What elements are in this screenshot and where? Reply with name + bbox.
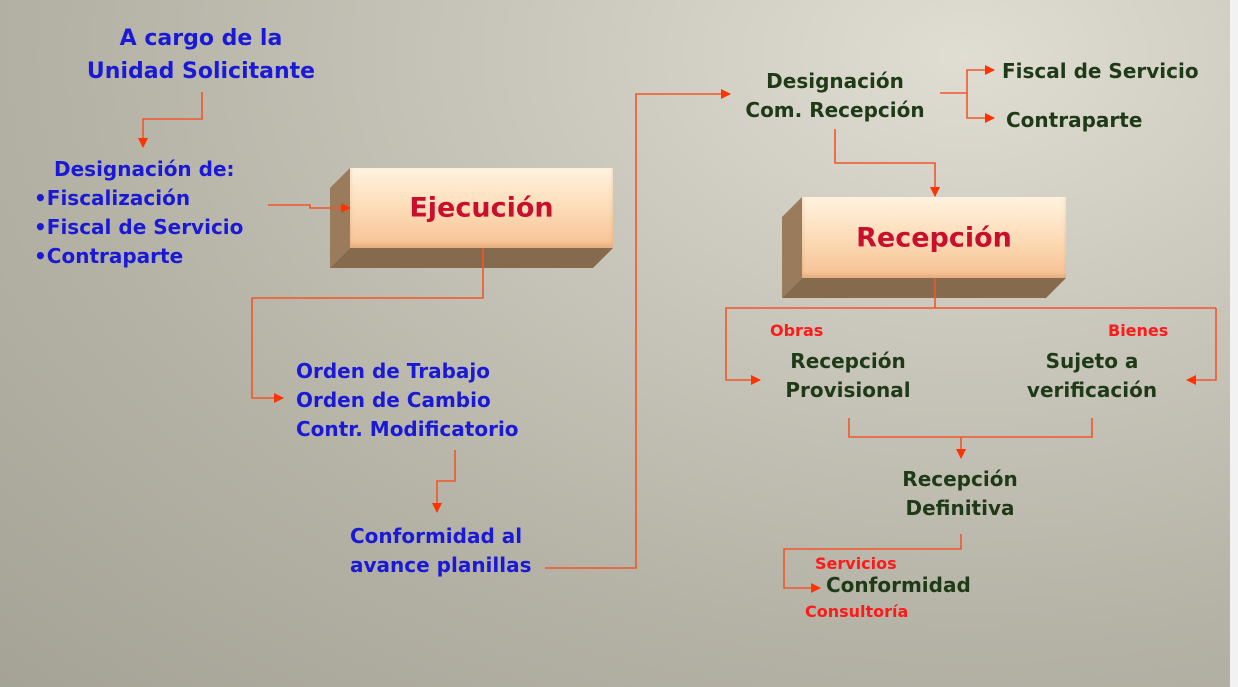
text-line: avance planillas: [350, 553, 532, 577]
conformidad-final: Conformidad: [826, 573, 971, 597]
box-recepcion-side: [782, 197, 802, 298]
arrow-ejecucion-to-orden: [251, 248, 484, 403]
list-item: Orden de Cambio: [296, 388, 491, 412]
heading-line-1: A cargo de la: [119, 26, 283, 51]
servicios-label: Servicios: [815, 554, 897, 573]
recepcion-provisional: Recepción Provisional: [768, 347, 928, 405]
arrow-obras-branch: [725, 307, 1216, 385]
list-item: Contr. Modificatorio: [296, 417, 519, 441]
text-line: Designación: [766, 69, 904, 93]
obras-label: Obras: [770, 321, 824, 340]
bienes-label: Bienes: [1108, 321, 1169, 340]
arrow-orden-to-conformidad: [432, 450, 456, 513]
text-line: Com. Recepción: [745, 98, 925, 122]
list-item: •Contraparte: [34, 244, 184, 268]
box-ejecucion-side: [330, 168, 350, 268]
ordenes-block: Orden de Trabajo Orden de Cambio Contr. …: [296, 357, 519, 444]
arrow-definitiva-to-conformidad: [783, 534, 962, 593]
recepcion-box: Recepción: [802, 197, 1066, 278]
text-line: Sujeto a: [1045, 349, 1139, 373]
designacion-list: •Fiscalización •Fiscal de Servicio •Cont…: [34, 184, 243, 271]
list-item: •Fiscal de Servicio: [34, 215, 244, 239]
unidad-solicitante-heading: A cargo de la Unidad Solicitante: [76, 22, 326, 88]
arrow-unidad-to-designacion: [138, 92, 203, 148]
arrow-com-recepcion-to-fiscal: [940, 65, 995, 94]
designacion-title: Designación de:: [54, 157, 235, 181]
ejecucion-label: Ejecución: [409, 192, 554, 224]
text-line: Definitiva: [905, 496, 1015, 520]
box-ejecucion-bottom: [330, 248, 613, 268]
heading-line-2: Unidad Solicitante: [86, 59, 316, 84]
arrow-merge-to-definitiva: [848, 418, 1093, 458]
arrow-designacion-to-ejecucion: [268, 203, 351, 213]
arrow-bienes-branch: [1186, 308, 1217, 385]
recepcion-definitiva: Recepción Definitiva: [880, 465, 1040, 523]
designacion-com-recepcion: Designación Com. Recepción: [740, 67, 930, 125]
sujeto-verificacion: Sujeto a verificación: [1010, 347, 1174, 405]
arrow-com-recepcion-to-recepcion: [834, 129, 940, 197]
slide-edge: [1230, 0, 1238, 687]
arrow-conformidad-to-com-recepcion: [545, 89, 731, 569]
consultoria-label: Consultoría: [805, 602, 909, 621]
text-line: Conformidad al: [350, 524, 523, 548]
text-line: Recepción: [790, 349, 906, 373]
list-item: Orden de Trabajo: [296, 359, 491, 383]
fiscal-servicio: Fiscal de Servicio: [1002, 59, 1199, 83]
contraparte: Contraparte: [1006, 108, 1143, 132]
text-line: Recepción: [902, 467, 1018, 491]
recepcion-label: Recepción: [856, 222, 1012, 253]
box-recepcion-bottom: [782, 278, 1066, 298]
text-line: Provisional: [785, 378, 911, 402]
conformidad-avance: Conformidad al avance planillas: [350, 522, 532, 580]
arrow-com-recepcion-to-contraparte: [966, 93, 995, 123]
list-item: •Fiscalización: [34, 186, 191, 210]
ejecucion-box: Ejecución: [350, 168, 613, 248]
text-line: verificación: [1026, 378, 1158, 402]
